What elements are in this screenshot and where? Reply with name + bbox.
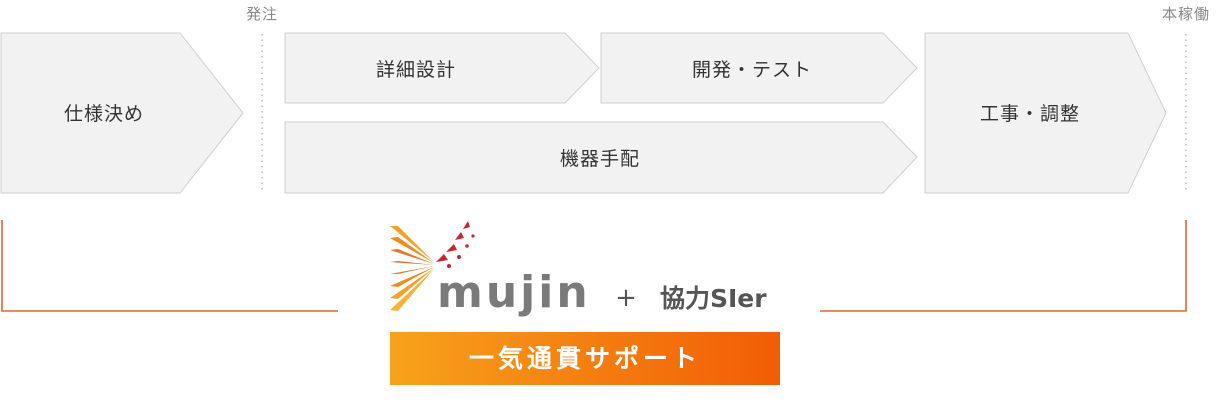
banner-background — [390, 332, 780, 385]
mujin-logo-mark — [390, 221, 475, 311]
step-equipment-label: 機器手配 — [560, 148, 640, 170]
mujin-wordmark: mujin — [437, 267, 591, 318]
milestone-golive-label: 本稼働 — [1162, 5, 1210, 23]
milestone-order-label: 発注 — [246, 5, 278, 23]
step-detailed-design-label: 詳細設計 — [376, 59, 456, 81]
step-construction-arrow — [924, 32, 1167, 194]
one-stop-support-banner: 一気通貫サポート — [390, 332, 780, 385]
step-spec-arrow — [0, 32, 244, 194]
step-equipment-arrow — [284, 121, 918, 194]
partner-sier-label: 協力SIer — [660, 284, 767, 313]
step-construction-label: 工事・調整 — [980, 103, 1080, 125]
step-dev-test-arrow — [600, 32, 918, 104]
mujin-logo: mujin — [390, 221, 591, 318]
step-dev-test-label: 開発・テスト — [692, 59, 812, 81]
step-spec-label: 仕様決め — [64, 103, 144, 125]
support-bracket-right — [820, 220, 1187, 312]
plus-sign: + — [615, 283, 637, 313]
step-construction: 工事・調整 — [924, 32, 1167, 194]
milestone-order: 発注 — [246, 5, 278, 192]
step-equipment: 機器手配 — [284, 121, 918, 194]
banner-label: 一気通貫サポート — [469, 344, 701, 373]
milestone-golive: 本稼働 — [1162, 5, 1210, 192]
support-bracket-left — [1, 220, 338, 312]
step-dev-test: 開発・テスト — [600, 32, 918, 104]
step-detailed-design-arrow — [284, 32, 600, 104]
step-spec: 仕様決め — [0, 32, 244, 194]
step-detailed-design: 詳細設計 — [284, 32, 600, 104]
